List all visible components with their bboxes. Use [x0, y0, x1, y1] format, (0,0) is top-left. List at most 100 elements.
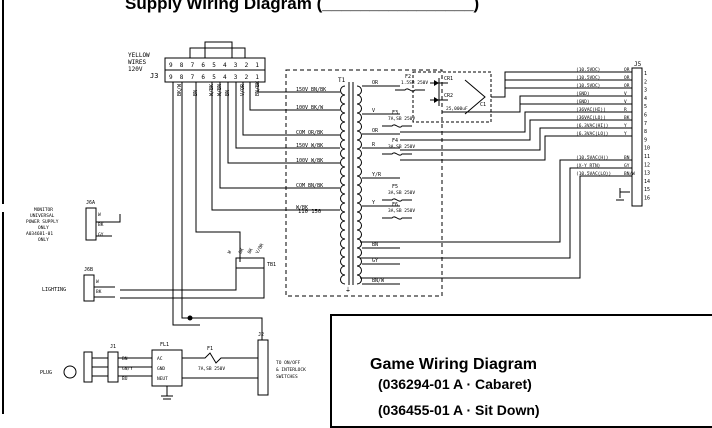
xfmr-pin-label: 110 150 [298, 209, 321, 215]
j3-bottom-pin: 9 [169, 74, 173, 81]
j3-bottom-pin: 4 [223, 74, 227, 81]
j3-wl-1: BN [193, 90, 199, 96]
j3-wl-0: BK/W [177, 83, 183, 96]
secondary-label: Y [372, 200, 375, 206]
title-block-line-3: (036455-01 A · Sit Down) [378, 402, 540, 418]
j5-output-label: (36VAC(LO)) [576, 115, 606, 121]
secondary-label: OR [372, 128, 379, 134]
j5-output-code: OR [624, 83, 630, 89]
monitor-note: MONITOR UNIVERSAL POWER SUPPLY ONLY A034… [26, 207, 59, 243]
fuse-rating: 1.5SB 250V [401, 80, 428, 86]
fl1-label: FL1 [160, 342, 169, 348]
fuse-rating: 3A,SB 250V [388, 144, 415, 150]
cr1-label: CR1 [444, 76, 453, 82]
secondary-label: OR [372, 80, 379, 86]
j5-output-label: (GND) [576, 91, 590, 97]
j5-output-label: (GND) [576, 99, 590, 105]
j5-pin: 3 [644, 88, 647, 94]
fuse-id: F2 [405, 74, 411, 80]
j3-wl-2: W/BK [209, 84, 215, 96]
tb1-w1: BK [238, 247, 246, 255]
j5-pin: 11 [644, 154, 650, 160]
j3-bottom-pin: 6 [201, 74, 205, 81]
title-block-title: Game Wiring Diagram [370, 356, 538, 373]
plug-label: PLUG [40, 370, 52, 376]
yellow-note-3: 120V [128, 66, 143, 73]
j5-output-code: OR [624, 75, 630, 81]
fuse-rating: 7A,SB 250V [198, 366, 225, 372]
j1-label: J1 [110, 344, 116, 350]
j1-w0: BN [122, 356, 128, 362]
transformer-enclosure [285, 69, 443, 297]
j5-pin: 9 [644, 137, 647, 143]
fl1-neut: NEUT [157, 376, 168, 382]
fuse-id: F4 [392, 138, 398, 144]
tap-label: 100V W/BK [296, 158, 323, 164]
secondary-label: BN [372, 242, 378, 248]
j3-top-pin: 2 [245, 62, 249, 69]
j5-output-label: (10.5VAC(LO)) [576, 171, 611, 177]
j6a-connector: J6A W BK GY [85, 200, 121, 241]
fuse-rating: 7A,SB 250V [388, 116, 415, 122]
t1-primary-coil [340, 85, 346, 285]
j5-output-code: BK [624, 115, 630, 121]
j5-output-label: (10.5VDC) [576, 83, 600, 89]
j6a-gy: GY [98, 232, 104, 238]
fuse-id: F5 [392, 184, 398, 190]
fuse-rating: 3A,SB 250V [388, 208, 415, 214]
cap-value: 25,000uF [446, 106, 468, 112]
j2-note-1: & INTERLOCK [276, 367, 306, 373]
j5-pin: 16 [644, 196, 650, 202]
j3-top-pin: 5 [212, 62, 216, 69]
fl1-gnd: GND [157, 366, 165, 372]
j5-output-label: (X-Y RTN) [576, 163, 600, 169]
j3-top-pin: 6 [201, 62, 205, 69]
j3-top-pin: 3 [234, 62, 238, 69]
j3-bottom-pin: 8 [180, 74, 184, 81]
j2-note-0: TO ON/OFF [276, 360, 301, 366]
j5-output-code: BN/W [624, 171, 635, 177]
fuse-id: F6 [392, 202, 398, 208]
j3-top-pin: 1 [255, 62, 259, 69]
lighting-label: LIGHTING [42, 287, 66, 293]
monitor-note-2: POWER SUPPLY [26, 219, 59, 225]
secondary-label: BN/W [372, 278, 385, 284]
yellow-wires-note: YELLOW WIRES 120V [128, 52, 150, 73]
j2-note-2: SWITCHES [276, 374, 298, 380]
j2-label: J2 [258, 332, 264, 338]
yellow-note-2: WIRES [128, 59, 146, 66]
secondary-label: Y/R [372, 172, 382, 178]
j5-output-label: (10.5VDC) [576, 75, 600, 81]
monitor-note-5: ONLY [38, 237, 49, 243]
j5-pin: 5 [644, 104, 647, 110]
j1-w2: BU [122, 376, 128, 382]
j3-wl-5: V/OR [240, 83, 246, 96]
fl1-ac: AC [157, 356, 163, 362]
j5-pin: 15 [644, 187, 650, 193]
secondary-to-j5-wires [360, 71, 632, 279]
title-block: Game Wiring Diagram (036294-01 A · Cabar… [330, 314, 712, 428]
tb1-w2: BK [247, 247, 255, 255]
j6b-w: W [96, 279, 99, 285]
tb1-w3: V/OR [255, 242, 266, 255]
j3-bottom-pin: 2 [245, 74, 249, 81]
j6b-bk: BK [96, 289, 102, 295]
j3-wl-6: BN/BK [255, 81, 261, 96]
title-block-line-2: (036294-01 A · Cabaret) [378, 376, 532, 392]
j5-output-code: Y [624, 131, 627, 137]
t1-label: T1 [338, 77, 346, 84]
t1-secondary-coil [356, 85, 362, 285]
j6b-connector: J6B W BK LIGHTING [42, 267, 115, 302]
tap-label: COM BN/BK [296, 183, 323, 189]
j3-bottom-pin: 5 [212, 74, 216, 81]
tb1-w0: W [227, 249, 234, 255]
tap-label: 100V BK/W [296, 105, 324, 111]
j5-output-label: (10.5VAC(H)) [576, 155, 609, 161]
j3-wire-labels: BK/W BN W/BK W/BN BN V/OR BN/BK [177, 81, 261, 96]
j5-pin: 6 [644, 113, 647, 119]
